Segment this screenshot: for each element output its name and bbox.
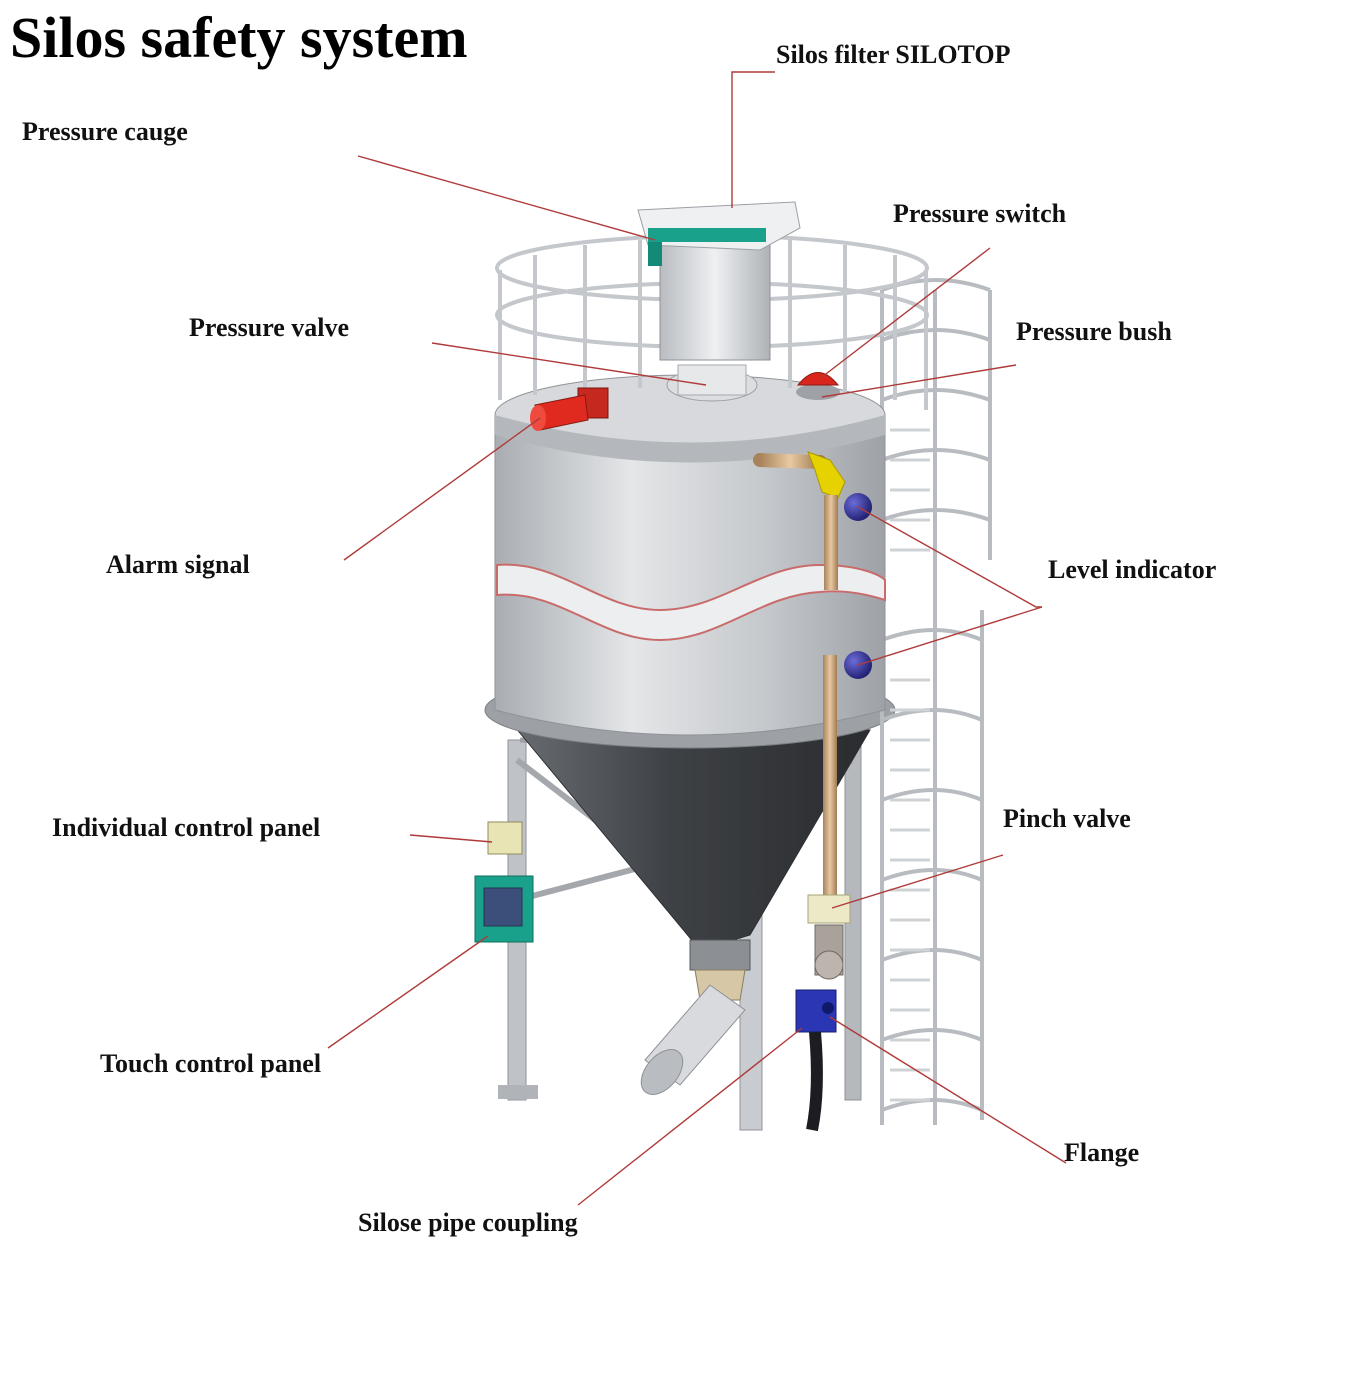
leader-touch-control-panel <box>327 935 489 1049</box>
leader-silos-filter <box>731 71 775 208</box>
label-level-indicator: Level indicator <box>1048 555 1217 584</box>
leader-pressure-switch <box>821 247 991 378</box>
label-pressure-gauge: Pressure cauge <box>22 117 188 146</box>
leader-pressure-bush <box>821 364 1017 398</box>
label-pressure-switch: Pressure switch <box>893 199 1067 228</box>
fill-pipe <box>753 451 846 895</box>
label-individual-control-panel: Individual control panel <box>52 813 321 842</box>
leader-pinch-valve <box>831 854 1004 909</box>
label-silos-filter: Silos filter SILOTOP <box>776 40 1011 69</box>
roof-band <box>495 415 885 463</box>
label-touch-control-panel: Touch control panel <box>100 1049 322 1078</box>
leader-lines <box>327 71 1067 1206</box>
page-title: Silos safety system <box>10 5 468 70</box>
individual-control-panel-box <box>487 821 523 855</box>
leg-foot-left <box>498 1085 538 1099</box>
leader-pressure-gauge <box>357 155 656 241</box>
leader-level-indicator-lower <box>857 606 1043 666</box>
label-alarm-signal: Alarm signal <box>106 550 250 579</box>
filter-accent <box>648 228 766 242</box>
filter-housing <box>659 239 771 361</box>
cutaway-band <box>496 563 886 642</box>
pinch-valve <box>807 894 851 980</box>
leader-alarm-signal <box>343 417 541 561</box>
label-flange: Flange <box>1064 1138 1140 1167</box>
silo-body <box>494 414 886 736</box>
leader-individual-control-panel <box>409 834 493 843</box>
leader-pipe-coupling <box>577 1027 803 1206</box>
silos-filter-unit <box>637 201 801 402</box>
leader-pressure-valve <box>431 342 707 386</box>
alarm-signal <box>530 387 609 431</box>
label-pinch-valve: Pinch valve <box>1003 804 1131 833</box>
ladder-rungs <box>890 428 930 1102</box>
touch-control-panel-box <box>474 875 534 943</box>
screw-conveyor <box>640 939 751 1095</box>
leader-flange <box>829 1016 1067 1164</box>
label-pressure-bush: Pressure bush <box>1016 317 1172 346</box>
flange <box>795 989 837 1132</box>
label-pressure-valve: Pressure valve <box>189 313 350 342</box>
label-pipe-coupling: Silose pipe coupling <box>358 1208 578 1237</box>
ladder-cage <box>880 278 992 1125</box>
filter-top <box>637 201 801 251</box>
